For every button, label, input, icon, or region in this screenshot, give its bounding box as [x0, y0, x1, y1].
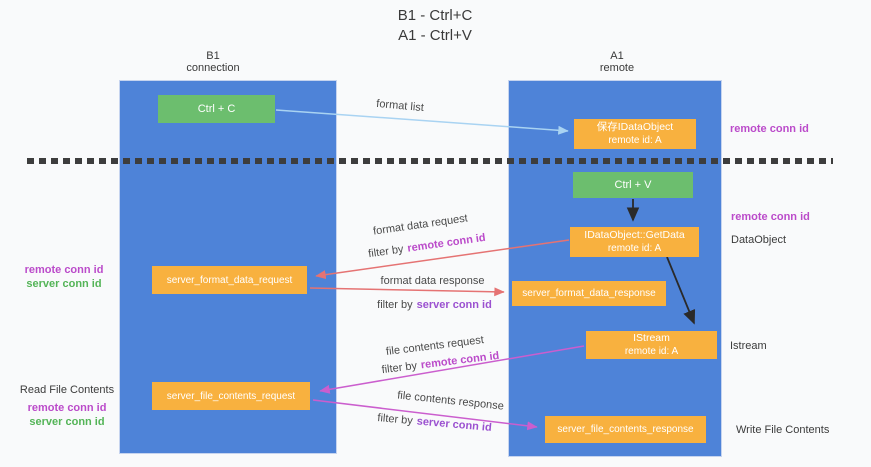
node-format-request-label: server_format_data_request	[166, 274, 293, 286]
node-save-idataobject: 保存IDataObject remote id: A	[574, 119, 696, 149]
filter-prefix: filter by	[376, 412, 414, 428]
filter-prefix: filter by	[380, 359, 418, 377]
node-server-format-data-response: server_format_data_response	[512, 281, 666, 306]
annotation-read-file-contents: Read File Contents	[19, 384, 115, 396]
node-getdata: IDataObject::GetData remote id: A	[570, 227, 699, 257]
diagram-title: B1 - Ctrl+C A1 - Ctrl+V	[340, 6, 530, 46]
node-server-format-data-request: server_format_data_request	[152, 266, 307, 294]
node-getdata-line1: IDataObject::GetData	[584, 229, 685, 241]
annotation-remote-conn-id-mid: remote conn id	[731, 211, 810, 223]
annotation-dataobject: DataObject	[731, 234, 787, 246]
node-save-line1: 保存IDataObject	[596, 121, 674, 133]
node-ctrl-v: Ctrl + V	[573, 172, 693, 198]
annotation-istream: Istream	[730, 340, 767, 352]
annotation-left-remote-conn-id-1: remote conn id	[24, 264, 104, 276]
annotation-write-file-contents: Write File Contents	[736, 424, 830, 436]
node-ctrl-v-label: Ctrl + V	[614, 178, 652, 191]
node-format-response-label: server_format_data_response	[522, 288, 656, 299]
label-format-list: format list	[375, 97, 425, 115]
lifeline-b1-name: B1	[206, 50, 220, 62]
filter-prefix: filter by	[377, 299, 413, 311]
lifeline-a1-name: A1	[610, 50, 624, 62]
label-format-data-response: format data response	[380, 275, 485, 287]
lifeline-b1-role: connection	[186, 62, 240, 74]
filter-key-server-conn-id: server conn id	[416, 415, 493, 434]
node-file-response-label: server_file_contents_response	[557, 424, 694, 435]
annotation-left-conn-ids-1: remote conn id server conn id	[14, 263, 114, 291]
annotation-read-file-contents-group: Read File Contents	[17, 383, 117, 397]
title-line-1: B1 - Ctrl+C	[397, 7, 473, 24]
annotation-left-conn-ids-2: remote conn id server conn id	[17, 401, 117, 429]
node-server-file-contents-response: server_file_contents_response	[545, 416, 706, 443]
filter-key-remote-conn-id: remote conn id	[406, 231, 487, 255]
annotation-left-server-conn-id-1: server conn id	[26, 278, 102, 290]
lifeline-header-b1: B1 connection	[148, 50, 278, 74]
node-ctrl-c-label: Ctrl + C	[197, 102, 236, 115]
dashed-separator	[27, 158, 833, 164]
node-server-file-contents-request: server_file_contents_request	[152, 382, 310, 410]
node-ctrl-c: Ctrl + C	[158, 95, 275, 123]
annotation-left-server-conn-id-2: server conn id	[29, 416, 105, 428]
filter-prefix: filter by	[367, 243, 405, 261]
filter-key-server-conn-id: server conn id	[416, 299, 492, 311]
title-line-2: A1 - Ctrl+V	[398, 27, 472, 44]
node-istream: IStream remote id: A	[586, 331, 717, 359]
lifeline-header-a1: A1 remote	[552, 50, 682, 74]
arrow-format-data-response	[309, 287, 505, 297]
node-istream-line2: remote id: A	[624, 346, 679, 357]
node-file-request-label: server_file_contents_request	[166, 390, 296, 402]
node-istream-line1: IStream	[633, 332, 670, 344]
annotation-left-remote-conn-id-2: remote conn id	[27, 402, 107, 414]
node-getdata-line2: remote id: A	[607, 243, 662, 254]
lifeline-a1-role: remote	[599, 62, 635, 74]
annotation-remote-conn-id-top: remote conn id	[730, 123, 809, 135]
node-save-line2: remote id: A	[608, 135, 662, 146]
